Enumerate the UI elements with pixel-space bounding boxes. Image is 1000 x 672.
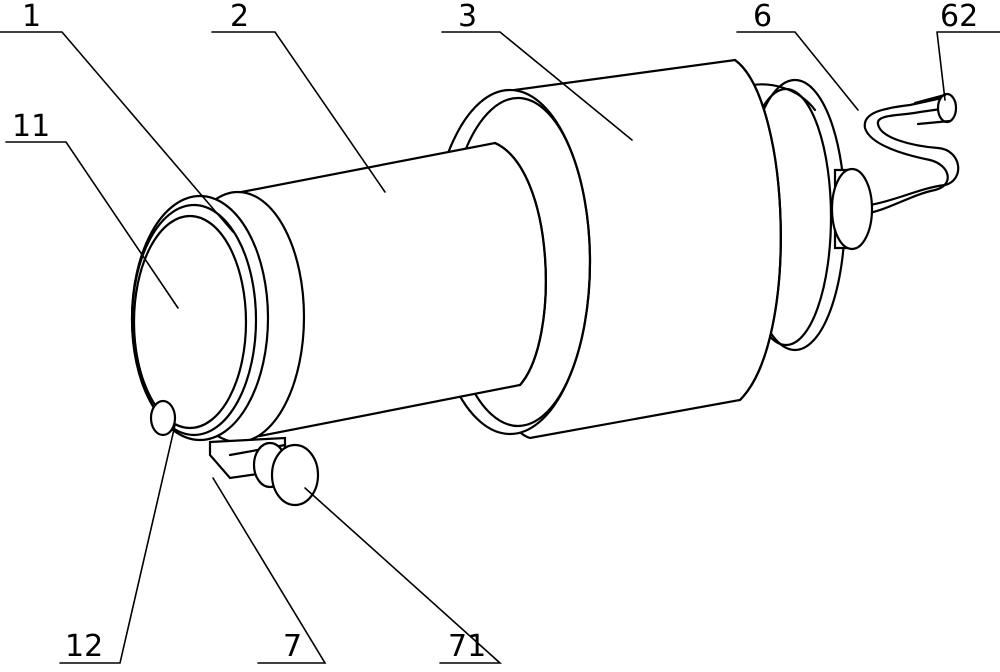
connector-boss: [830, 167, 874, 251]
tube-6: [858, 92, 960, 217]
reference-numerals: 1 2 3 6 62 11 12 7 71: [12, 0, 978, 664]
label-1: 1: [22, 0, 41, 34]
front-ring-1: [130, 194, 270, 442]
knob-71: [252, 441, 320, 507]
label-11: 11: [12, 109, 50, 144]
label-12: 12: [65, 629, 103, 664]
label-62: 62: [940, 0, 978, 34]
leader-lines: [0, 31, 1000, 664]
label-2: 2: [230, 0, 249, 34]
label-6: 6: [753, 0, 772, 34]
label-7: 7: [283, 629, 302, 664]
clip-12: [149, 399, 177, 437]
label-71: 71: [448, 629, 486, 664]
label-3: 3: [458, 0, 477, 34]
